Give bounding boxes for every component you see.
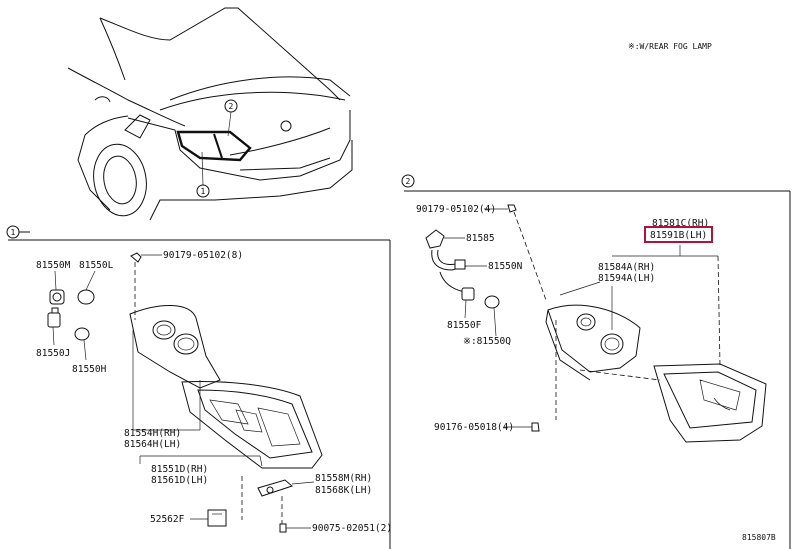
label-81581C: 81581C(RH) <box>652 218 709 229</box>
label-81591B: 81591B(LH) <box>650 230 707 241</box>
label-81561D: 81561D(LH) <box>151 475 208 486</box>
callout-2-section: 2 <box>406 177 411 186</box>
label-81558M: 81558M(RH) <box>315 473 372 484</box>
label-90075-02051: 90075-02051(2) <box>312 523 392 534</box>
label-81551D: 81551D(RH) <box>151 464 208 475</box>
label-81550M: 81550M <box>36 260 71 271</box>
right-section-parts: 90179-05102(4) 81585 81550N 81550F ※:815… <box>416 204 767 443</box>
label-90179-05102-4: 90179-05102(4) <box>416 204 496 215</box>
label-52562F: 52562F <box>150 514 185 525</box>
label-81594A: 81594A(LH) <box>598 273 655 284</box>
label-81564H: 81564H(LH) <box>124 439 181 450</box>
label-81550J: 81550J <box>36 348 70 359</box>
label-90179-05102-8: 90179-05102(8) <box>163 250 243 261</box>
label-81585: 81585 <box>466 233 495 244</box>
section-2-frame: 2 <box>401 174 791 549</box>
rear-fog-note: ※:W/REAR FOG LAMP <box>628 42 712 51</box>
highlight-box-81591B <box>644 226 713 243</box>
figure-code: 815807B <box>742 533 776 542</box>
left-section-parts: 90179-05102(8) 81550M 81550L 81550J 8155… <box>36 250 392 534</box>
callout-2-car: 2 <box>229 102 234 111</box>
label-81550F: 81550F <box>447 320 482 331</box>
label-81554H: 81554H(RH) <box>124 428 181 439</box>
label-81550L: 81550L <box>79 260 114 271</box>
label-81550N: 81550N <box>488 261 523 272</box>
section-1-frame: 1 <box>6 225 391 549</box>
car-rear-illustration: 1 2 <box>67 7 353 221</box>
callout-1-car: 1 <box>201 187 206 196</box>
label-81550Q: ※:81550Q <box>463 336 511 347</box>
callout-1-section: 1 <box>11 228 16 237</box>
label-81568K: 81568K(LH) <box>315 485 372 496</box>
label-81584A: 81584A(RH) <box>598 262 655 273</box>
label-90176-05018: 90176-05018(4) <box>434 422 514 433</box>
label-81550H: 81550H <box>72 364 107 375</box>
